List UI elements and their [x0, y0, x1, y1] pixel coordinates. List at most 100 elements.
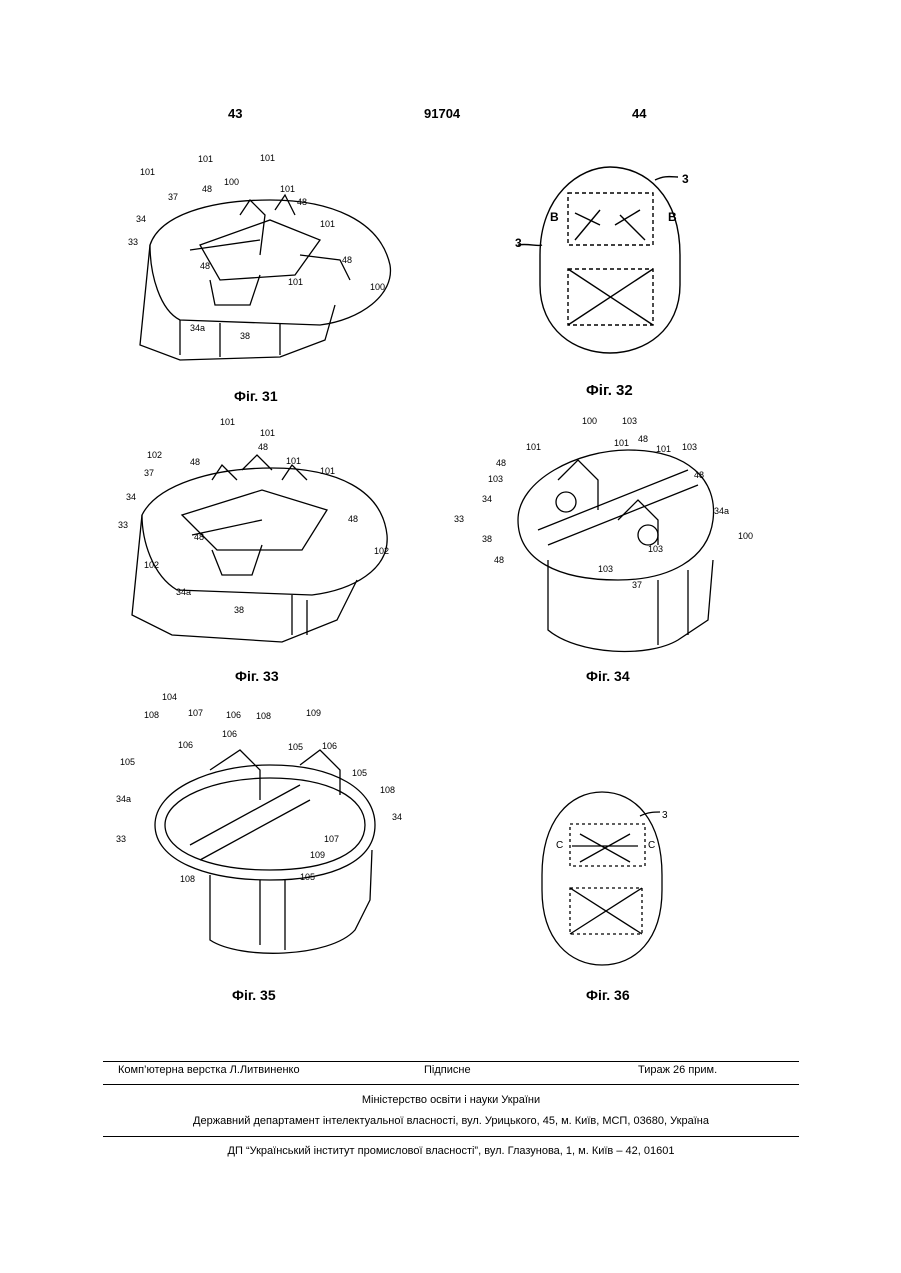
fig34-label: 103: [682, 442, 697, 452]
fig33-label: 101: [286, 456, 301, 466]
fig33-label: 101: [220, 417, 235, 427]
fig31-label: 100: [370, 282, 385, 292]
fig34-label: 48: [496, 458, 506, 468]
typesetting-credit: Комп’ютерна верстка Л.Литвиненко: [118, 1064, 300, 1076]
institute-line: ДП “Український інститут промислової вла…: [103, 1145, 799, 1157]
fig34-label: 101: [656, 444, 671, 454]
fig31-label: 101: [140, 167, 155, 177]
right-page-number: 44: [632, 106, 646, 121]
fig35-label: 108: [256, 711, 271, 721]
fig35-label: 105: [300, 872, 315, 882]
fig35-label: 106: [226, 710, 241, 720]
signed-note: Підписне: [424, 1064, 471, 1076]
fig33-label: 33: [118, 520, 128, 530]
figure-33-caption: Фіг. 33: [235, 668, 279, 684]
fig34-label: 101: [614, 438, 629, 448]
left-page-number: 43: [228, 106, 242, 121]
fig35-label: 34a: [116, 794, 131, 804]
fig33-label: 102: [147, 450, 162, 460]
footer-rule-bottom: [103, 1136, 799, 1137]
figure-31-caption: Фіг. 31: [234, 388, 278, 404]
fig33-label: 101: [260, 428, 275, 438]
fig31-label: 101: [198, 154, 213, 164]
fig35-label: 105: [120, 757, 135, 767]
fig34-label: 103: [488, 474, 503, 484]
fig34-label: 38: [482, 534, 492, 544]
fig34-label: 48: [694, 470, 704, 480]
fig36-label: 3: [662, 810, 668, 821]
fig35-label: 107: [324, 834, 339, 844]
ministry-line: Міністерство освіти і науки України: [103, 1094, 799, 1106]
fig31-label: 38: [240, 331, 250, 341]
fig35-label: 106: [222, 729, 237, 739]
fig32-label: 3: [682, 172, 689, 186]
fig31-label: 48: [200, 261, 210, 271]
fig35-label: 105: [288, 742, 303, 752]
fig35-label: 105: [352, 768, 367, 778]
figure-32-caption: Фіг. 32: [586, 382, 633, 399]
fig31-label: 101: [288, 277, 303, 287]
fig33-label: 102: [374, 546, 389, 556]
fig34-label: 33: [454, 514, 464, 524]
fig34-label: 100: [738, 531, 753, 541]
figure-34-drawing: 100 103 101 101 48 101 103 48 103 48 34 …: [448, 410, 768, 660]
figure-35-caption: Фіг. 35: [232, 987, 276, 1003]
fig31-label: 37: [168, 192, 178, 202]
figure-32-drawing: 3 3 B B: [510, 165, 710, 355]
fig32-label: B: [550, 210, 559, 224]
fig31-label: 48: [297, 197, 307, 207]
footer-rule-middle: [103, 1084, 799, 1085]
patent-number: 91704: [424, 106, 460, 121]
fig31-label: 33: [128, 237, 138, 247]
fig35-label: 108: [144, 710, 159, 720]
fig35-label: 109: [306, 708, 321, 718]
fig35-label: 108: [180, 874, 195, 884]
fig35-label: 108: [380, 785, 395, 795]
fig33-label: 48: [258, 442, 268, 452]
fig31-label: 34a: [190, 323, 205, 333]
fig34-label: 103: [648, 544, 663, 554]
fig35-label: 106: [178, 740, 193, 750]
fig36-label: C: [648, 840, 655, 851]
fig31-label: 101: [280, 184, 295, 194]
fig33-label: 48: [348, 514, 358, 524]
fig33-label: 34a: [176, 587, 191, 597]
fig33-label: 34: [126, 492, 136, 502]
fig33-label: 37: [144, 468, 154, 478]
fig34-label: 34a: [714, 506, 729, 516]
fig32-label: 3: [515, 236, 522, 250]
fig33-label: 38: [234, 605, 244, 615]
figure-36-caption: Фіг. 36: [586, 987, 630, 1003]
fig34-label: 100: [582, 416, 597, 426]
fig34-label: 37: [632, 580, 642, 590]
fig36-label: C: [556, 840, 563, 851]
fig31-label: 48: [342, 255, 352, 265]
fig34-label: 101: [526, 442, 541, 452]
fig31-label: 101: [320, 219, 335, 229]
fig35-label: 34: [392, 812, 402, 822]
fig31-label: 101: [260, 153, 275, 163]
fig34-label: 34: [482, 494, 492, 504]
fig33-label: 102: [144, 560, 159, 570]
fig34-label: 103: [598, 564, 613, 574]
fig35-label: 107: [188, 708, 203, 718]
fig34-label: 103: [622, 416, 637, 426]
fig33-label: 101: [320, 466, 335, 476]
fig34-label: 48: [638, 434, 648, 444]
fig31-label: 100: [224, 177, 239, 187]
figure-34-caption: Фіг. 34: [586, 668, 630, 684]
fig33-label: 48: [190, 457, 200, 467]
fig35-label: 104: [162, 692, 177, 702]
fig33-label: 48: [194, 532, 204, 542]
print-run: Тираж 26 прим.: [638, 1064, 717, 1076]
fig32-label: B: [668, 210, 677, 224]
figure-33-drawing: 101 101 102 48 48 37 101 101 34 33 48 48…: [112, 410, 412, 655]
fig35-label: 33: [116, 834, 126, 844]
figure-35-drawing: 104 108 107 106 108 109 106 106 105 106 …: [110, 690, 410, 965]
fig35-label: 109: [310, 850, 325, 860]
figure-36-drawing: 3 C C: [540, 790, 690, 970]
department-line: Державний департамент інтелектуальної вл…: [103, 1115, 799, 1127]
footer-rule-top: [103, 1061, 799, 1062]
fig35-label: 106: [322, 741, 337, 751]
fig31-label: 48: [202, 184, 212, 194]
